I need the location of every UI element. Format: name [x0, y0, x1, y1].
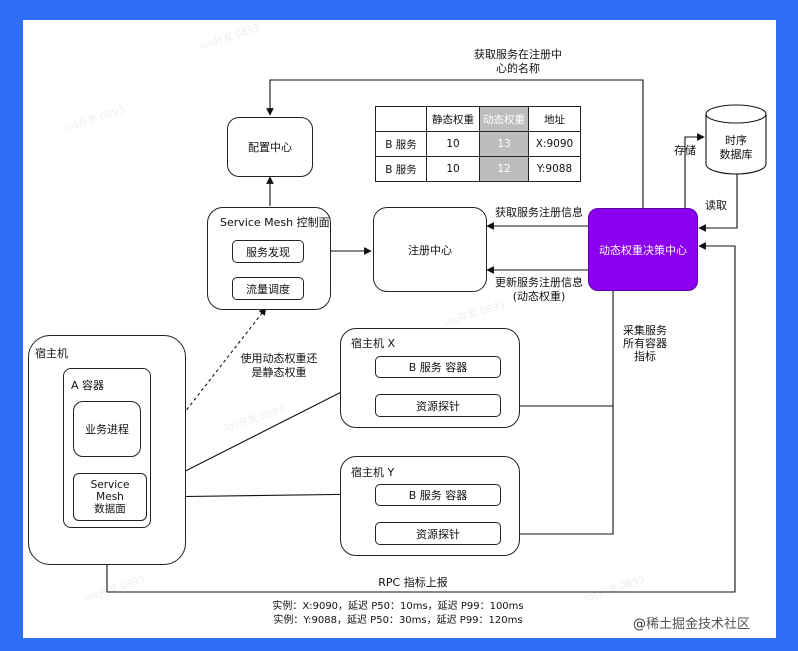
label-rpc-report: RPC 指标上报 [378, 576, 448, 589]
data-plane-line1: Service [90, 479, 130, 491]
label-collect-2: 所有容器 [623, 337, 667, 350]
business-process: 业务进程 [73, 401, 141, 457]
label-read: 读取 [705, 199, 727, 212]
data-plane-line3: 数据面 [94, 503, 126, 515]
control-plane-title: Service Mesh 控制面 [220, 216, 330, 229]
table-cell: 10 [426, 131, 480, 157]
label-get-registry-info: 获取服务注册信息 [495, 206, 583, 219]
mesh-control-plane: Service Mesh 控制面 服务发现 流量调度 [207, 207, 331, 310]
label-update-registry-1: 更新服务注册信息 [495, 276, 583, 289]
data-plane-line2: Mesh [96, 491, 124, 503]
source-credit: @稀土掘金技术社区 [633, 613, 750, 632]
label-use-weight-1: 使用动态权重还 [240, 352, 318, 365]
tsdb-label-line1: 时序 [725, 134, 747, 147]
label-update-registry-2: (动态权重) [512, 290, 566, 303]
table-header-row: 静态权重 动态权重 地址 [375, 106, 581, 132]
weights-table: 静态权重 动态权重 地址 B 服务 10 13 X:9090 B 服务 10 1… [375, 106, 581, 182]
dynamic-weight-decision-center: 动态权重决策中心 [588, 208, 698, 291]
tsdb-cylinder [705, 104, 767, 175]
host-y-probe: 资源探针 [375, 522, 501, 545]
service-discovery-box: 服务发现 [232, 240, 304, 263]
table-row: B 服务 10 13 X:9090 [375, 131, 581, 157]
table-cell: Y:9088 [528, 156, 581, 182]
label-use-weight-2: 是静态权重 [251, 366, 307, 379]
label-get-service-name-2: 心的名称 [496, 62, 540, 75]
table-header-cell: 静态权重 [426, 106, 480, 132]
table-cell: 12 [479, 156, 529, 182]
label-get-service-name-1: 获取服务在注册中 [474, 48, 562, 61]
diagram-canvas: ios开发 0893 ios开发 0893 ios开发 0893 ios开发 0… [23, 20, 776, 638]
table-header-cell: 动态权重 [479, 106, 529, 132]
label-store: 存储 [674, 144, 696, 157]
registry-center: 注册中心 [373, 207, 487, 292]
host-x-probe: 资源探针 [375, 394, 501, 417]
config-center: 配置中心 [227, 117, 313, 177]
table-cell: 10 [426, 156, 480, 182]
tsdb-label-line2: 数据库 [719, 148, 753, 161]
label-collect-1: 采集服务 [623, 324, 667, 337]
host-x-title: 宿主机 X [351, 337, 396, 350]
label-instance-x: 实例：X:9090，延迟 P50：10ms，延迟 P99：100ms [272, 601, 524, 612]
config-center-label: 配置中心 [248, 141, 292, 154]
table-cell: X:9090 [528, 131, 581, 157]
table-row: B 服务 10 12 Y:9088 [375, 156, 581, 182]
traffic-scheduling-box: 流量调度 [232, 277, 304, 300]
table-cell: 13 [479, 131, 529, 157]
registry-label: 注册中心 [408, 243, 452, 257]
host-y-title: 宿主机 Y [351, 466, 395, 479]
label-collect-3: 指标 [634, 350, 656, 363]
host-main-title: 宿主机 [35, 347, 68, 360]
mesh-data-plane: Service Mesh 数据面 [73, 473, 147, 521]
credit-at: @ [633, 617, 646, 632]
table-cell: B 服务 [375, 131, 427, 157]
host-y-b-container: B 服务 容器 [375, 484, 501, 506]
label-instance-y: 实例：Y:9088，延迟 P50：30ms，延迟 P99：120ms [273, 615, 523, 626]
credit-text: 稀土掘金技术社区 [646, 617, 751, 632]
container-a-title: A 容器 [71, 379, 105, 392]
table-header-cell [375, 106, 427, 132]
table-header-cell: 地址 [528, 106, 581, 132]
table-cell: B 服务 [375, 156, 427, 182]
host-x-b-container: B 服务 容器 [375, 356, 501, 378]
